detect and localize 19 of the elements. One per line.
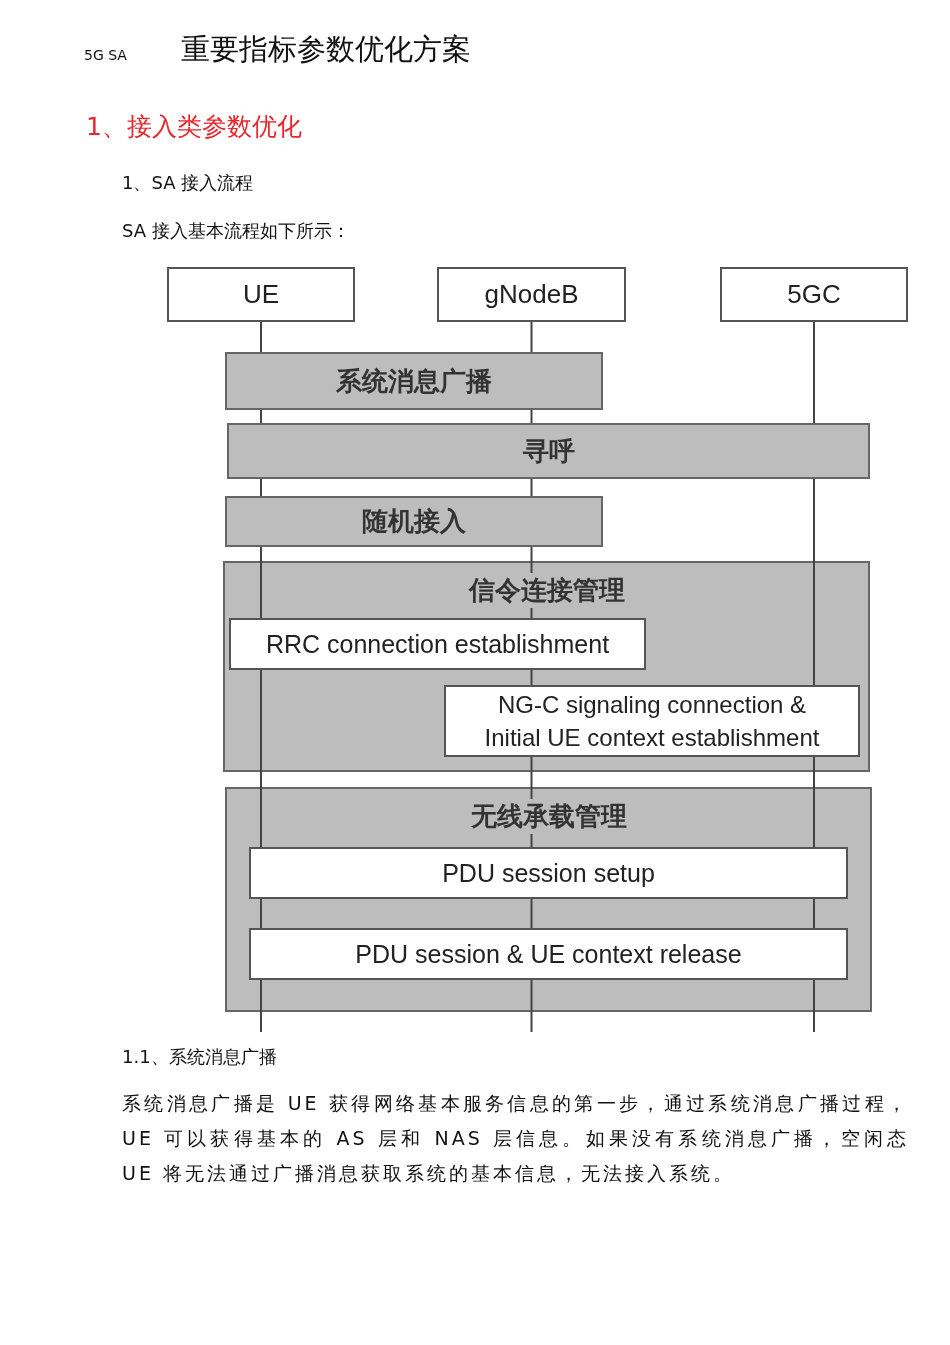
step-box: PDU session setup — [249, 847, 848, 899]
header-text: 5G SA — [84, 47, 127, 63]
entity-box: UE — [167, 267, 355, 322]
body-paragraph: 系统消息广播是 UE 获得网络基本服务信息的第一步，通过系统消息广播过程，UE 可以获得基本的 AS 层和 NAS 层信息。如果没有系统消息广播，空闲态 UE 将无法通过广播消息获取系统的基本信息，无法接入系统。 — [122, 1091, 909, 1186]
procedure-group — [223, 561, 870, 772]
intro-text: SA 接入基本流程如下所示： — [122, 219, 350, 243]
entity-box: gNodeB — [437, 267, 626, 322]
procedure-band: 寻呼 — [227, 423, 870, 479]
entity-box: 5GC — [720, 267, 908, 322]
procedure-group — [225, 787, 872, 1012]
step-box: PDU session & UE context release — [249, 928, 848, 980]
step-box: RRC connection establishment — [229, 618, 646, 670]
subsection-heading: 1.1、系统消息广播 — [122, 1045, 277, 1069]
page-title: 重要指标参数优化方案 — [181, 31, 471, 68]
procedure-band: 系统消息广播 — [225, 352, 603, 410]
subsection-heading: 1、SA 接入流程 — [122, 171, 254, 195]
step-box: NG-C signaling connection & Initial UE context establishment — [444, 685, 860, 757]
procedure-band: 随机接入 — [225, 496, 603, 547]
section-heading: 1、接入类参数优化 — [86, 111, 302, 143]
